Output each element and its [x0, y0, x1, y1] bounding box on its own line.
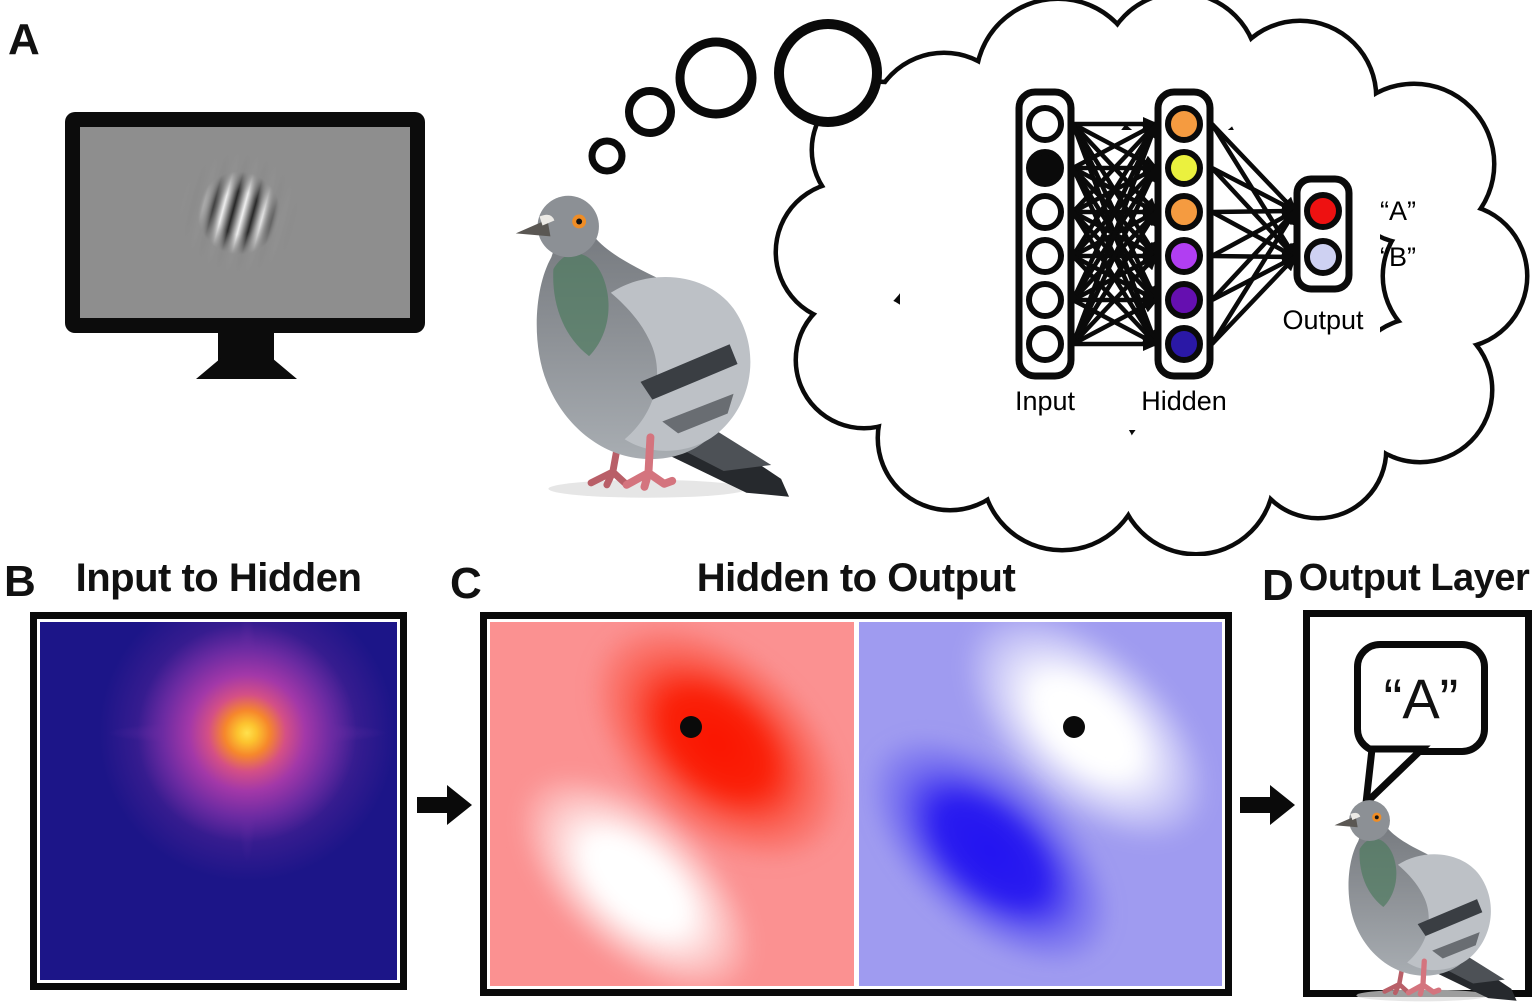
- input-node: [1026, 281, 1064, 319]
- panel-a-letter: A: [8, 15, 40, 64]
- output-layer: [1293, 175, 1353, 293]
- weight-map-class-b: [858, 622, 1222, 986]
- speech-bubble: “A”: [1354, 641, 1488, 755]
- input-node: [1026, 193, 1064, 231]
- input-node: [1026, 325, 1064, 363]
- reference-dot: [680, 716, 702, 738]
- class-b-label: “B”: [1380, 242, 1416, 272]
- hidden-layer: [1154, 88, 1214, 380]
- hidden-node: [1165, 325, 1203, 363]
- panel-c-frame: [480, 612, 1232, 996]
- input-layer: [1015, 88, 1075, 380]
- hidden-layer-label: Hidden: [1141, 386, 1227, 416]
- gabor-patch: [176, 150, 302, 276]
- output-node-b: [1304, 238, 1342, 276]
- input-hidden-connections: [1070, 117, 1159, 351]
- arrow-right-icon: [417, 785, 472, 825]
- panel-d-title: Output Layer: [1298, 557, 1530, 599]
- panel-b-frame: [30, 612, 407, 990]
- hidden-node: [1165, 281, 1203, 319]
- panel-b-letter: B: [4, 557, 36, 606]
- arrow-right-icon: [1240, 785, 1295, 825]
- input-to-hidden-heatmap: [40, 622, 397, 980]
- panel-b-title: Input to Hidden: [75, 556, 362, 600]
- thought-cloud: [773, 0, 1530, 556]
- pigeon-image: [516, 196, 789, 498]
- hidden-node: [1165, 193, 1203, 231]
- input-layer-label: Input: [1015, 386, 1076, 416]
- panel-a-illustration: Input Hidden Output “A” “B”: [65, 0, 1530, 556]
- input-node: [1026, 237, 1064, 275]
- hidden-output-connections: [1210, 122, 1298, 346]
- speech-bubble-text: “A”: [1383, 666, 1459, 730]
- panel-c-letter: C: [450, 559, 482, 608]
- thought-bubble-trail: [588, 19, 882, 175]
- input-node: [1026, 105, 1064, 143]
- hidden-node: [1165, 105, 1203, 143]
- weight-map-class-a: [490, 622, 854, 986]
- class-a-label: “A”: [1380, 196, 1416, 226]
- panel-d-frame: “A”: [1303, 610, 1532, 997]
- input-node: [1026, 149, 1064, 187]
- hidden-node: [1165, 237, 1203, 275]
- reference-dot: [1062, 716, 1085, 738]
- output-layer-label: Output: [1282, 305, 1364, 335]
- panel-c-title: Hidden to Output: [696, 556, 1016, 600]
- panel-d-letter: D: [1262, 561, 1294, 610]
- hidden-node: [1165, 149, 1203, 187]
- output-node-a: [1304, 192, 1342, 230]
- pigeon-image: [1320, 783, 1518, 1002]
- monitor-icon: [65, 112, 425, 379]
- speech-bubble-tail: [1361, 745, 1431, 809]
